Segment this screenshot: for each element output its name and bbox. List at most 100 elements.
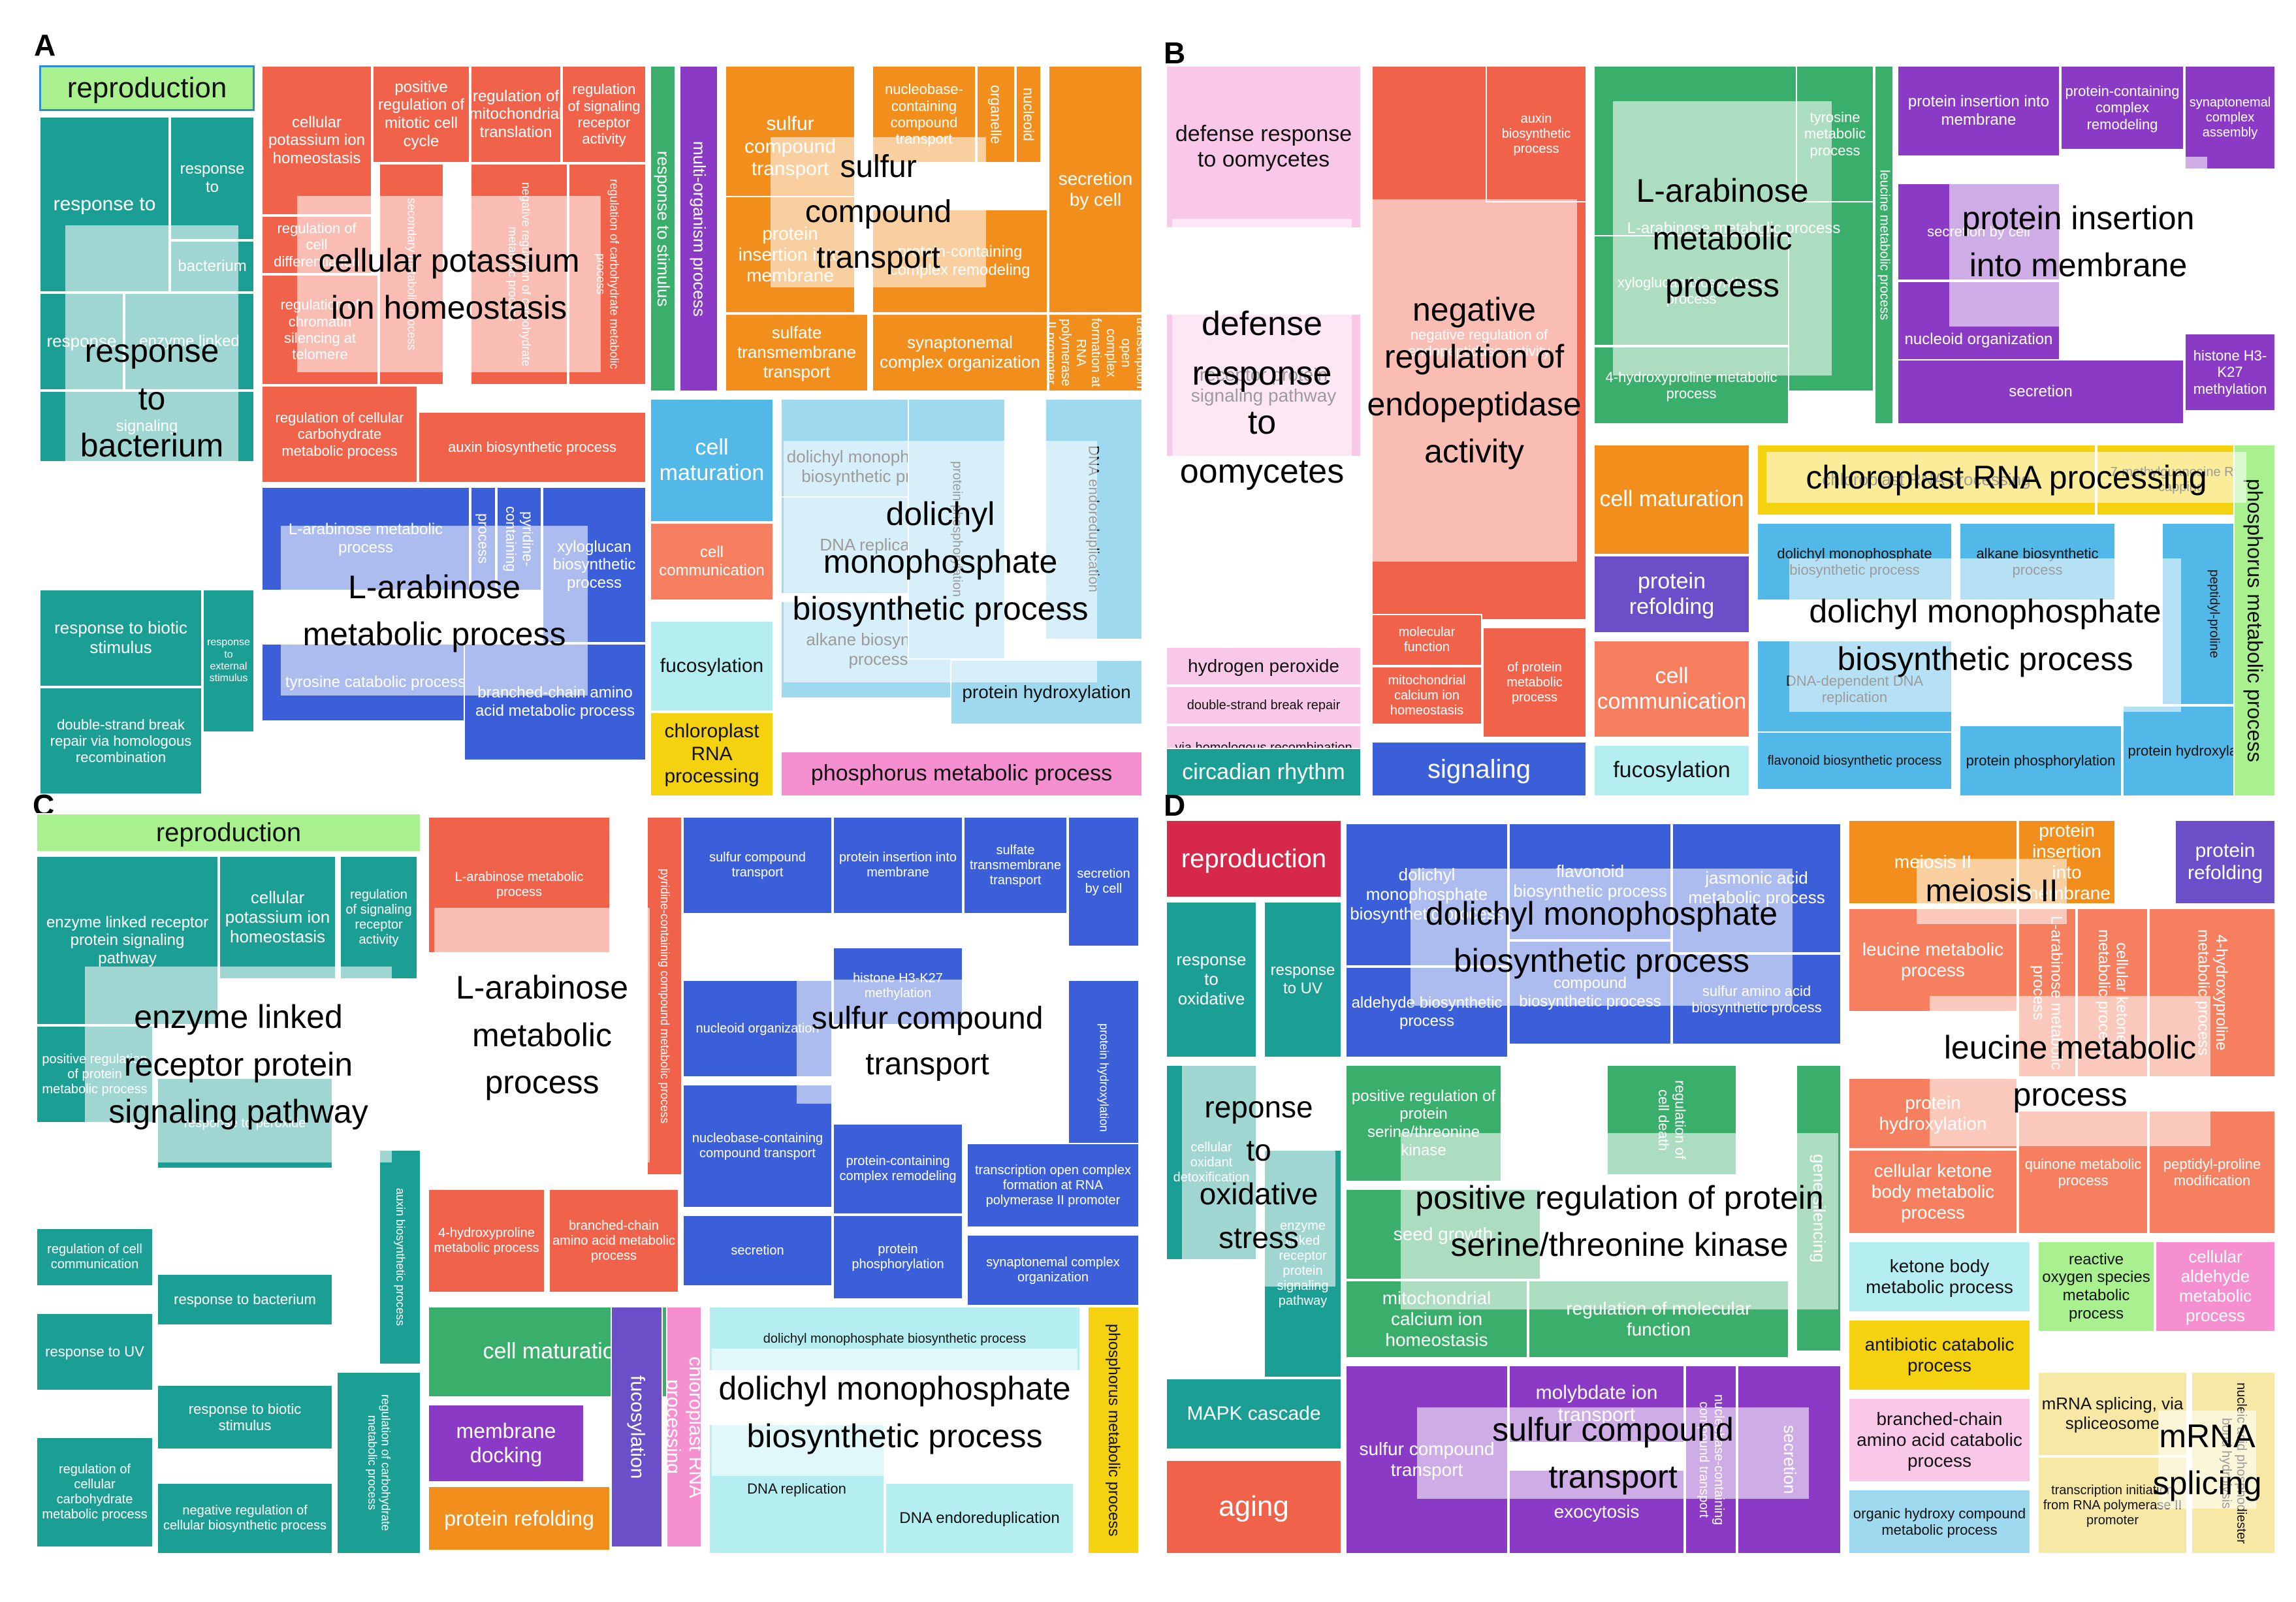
tile-pyridine-containing-compound-metabolic-process: pyridine-containing compound metabolic p… bbox=[646, 816, 682, 1176]
tile-protein-refolding: protein refolding bbox=[428, 1486, 611, 1551]
tile-double-strand-break-repair: double-strand break repair bbox=[1166, 686, 1362, 725]
cluster-label-text: L-arabinose metabolic process bbox=[455, 969, 629, 1101]
tile-label: protein insertion into membrane bbox=[1907, 93, 2050, 129]
tile-label: MAPK cascade bbox=[1187, 1402, 1321, 1424]
tile-4-hydroxyproline-metabolic-process: 4-hydroxyproline metabolic process bbox=[2148, 908, 2276, 1078]
cluster-label-text: response to bacterium bbox=[80, 332, 224, 464]
tile-label: regulation of cellular carbohydrate meta… bbox=[275, 409, 404, 459]
tile-label: protein insertion into membrane bbox=[838, 850, 957, 880]
tile-membrane-docking: membrane docking bbox=[428, 1404, 584, 1482]
tile-branched-chain-amino-acid-catabolic-process: branched-chain amino acid catabolic proc… bbox=[1848, 1398, 2031, 1482]
tile-label: response to bbox=[53, 193, 156, 215]
cluster-label-text: L-arabinose metabolic process bbox=[1636, 172, 1809, 304]
cluster-label-l-arabinose-metabolic-process: L-arabinose metabolic process bbox=[281, 526, 588, 696]
cluster-label-l-arabinose-metabolic-process: L-arabinose metabolic process bbox=[1613, 101, 1832, 376]
tile-auxin-biosynthetic-process: auxin biosynthetic process bbox=[418, 411, 646, 483]
tile-label: protein refolding bbox=[1629, 568, 1715, 619]
tile-phosphorus-metabolic-process: phosphorus metabolic process bbox=[2233, 444, 2276, 797]
cluster-label-defense-response-to-oomycetes: defense response to oomycetes bbox=[1172, 219, 1352, 578]
tile-label: mitochondrial calcium ion homeostasis bbox=[1388, 673, 1466, 718]
cluster-label-dolichyl-monophosphate-biosynthetic-process: dolichyl monophosphate biosynthetic proc… bbox=[712, 1349, 1077, 1476]
cluster-label-protein-insertion-into-membrane: protein insertion into membrane bbox=[1949, 157, 2207, 327]
tile-aging: aging bbox=[1166, 1460, 1342, 1554]
cluster-label-cellular-potassium-ion-homeostasis: cellular potassium ion homeostasis bbox=[297, 196, 601, 372]
cluster-label-dolichyl-monophosphate-biosynthetic-process: dolichyl monophosphate biosynthetic proc… bbox=[784, 441, 1097, 682]
tile-nucleobase-containing-compound-transport: nucleobase-containing compound transport bbox=[682, 1084, 833, 1208]
tile-response-to-stimulus: response to stimulus bbox=[650, 65, 676, 392]
tile-reproduction: reproduction bbox=[39, 65, 255, 111]
tile-response-to-uv: response to UV bbox=[36, 1313, 153, 1391]
tile-label: cell maturation bbox=[659, 434, 765, 485]
tile-label: cell maturation bbox=[1599, 487, 1744, 512]
cluster-label-response-to-bacterium: response to bacterium bbox=[65, 225, 238, 571]
tile-label: flavonoid biosynthetic process bbox=[1767, 753, 1942, 768]
tile-protein-refolding: protein refolding bbox=[1593, 555, 1750, 633]
tile-label: sulfur compound transport bbox=[709, 850, 806, 880]
tile-4-hydroxyproline-metabolic-process: 4-hydroxyproline metabolic process bbox=[428, 1189, 545, 1293]
tile-label: response to UV bbox=[45, 1343, 144, 1360]
tile-reproduction: reproduction bbox=[1166, 820, 1342, 898]
tile-label: transcription open complex formation at … bbox=[974, 1162, 1131, 1208]
tile-branched-chain-amino-acid-metabolic-process: branched-chain amino acid metabolic proc… bbox=[549, 1189, 679, 1293]
tile-label: regulation of cell communication bbox=[47, 1242, 142, 1272]
tile-label: nucleoid organization bbox=[1904, 330, 2053, 349]
tile-auxin-biosynthetic-process: auxin biosynthetic process bbox=[379, 1149, 421, 1365]
tile-regulation-of-cellular-carbohydrate-metabolic-process: regulation of cellular carbohydrate meta… bbox=[36, 1437, 153, 1548]
tile-label: secretion bbox=[731, 1243, 784, 1258]
tile-label: chloroplast RNA processing bbox=[666, 1356, 702, 1498]
tile-label: auxin biosynthetic process bbox=[1501, 111, 1571, 156]
tile-label: positive regulation of protein serine/th… bbox=[1351, 1087, 1496, 1159]
tile-response-to-uv: response to UV bbox=[1264, 901, 1342, 1058]
tile-protein-insertion-into-membrane: protein insertion into membrane bbox=[833, 816, 963, 914]
tile-positive-regulation-of-mitotic-cell-cycle: positive regulation of mitotic cell cycl… bbox=[372, 65, 470, 163]
tile-label: response to bbox=[180, 160, 245, 196]
tile-regulation-of-signaling-receptor-activity: regulation of signaling receptor activit… bbox=[340, 856, 418, 980]
cluster-label-chloroplast-rna-processing: chloroplast RNA processing bbox=[1766, 452, 2246, 503]
tile-label: fucosylation bbox=[1613, 758, 1730, 783]
tile-label: negative regulation of cellular biosynth… bbox=[163, 1503, 327, 1533]
tile-label: response to oxidative bbox=[1176, 950, 1247, 1008]
tile-protein-containing-complex-remodeling: protein-containing complex remodeling bbox=[2060, 65, 2184, 150]
cluster-label-text: L-arabinose metabolic process bbox=[302, 568, 566, 653]
tile-label: response to biotic stimulus bbox=[54, 618, 187, 657]
tile-label: synaptonemal complex organization bbox=[880, 332, 1040, 372]
tile-label: cell maturation bbox=[483, 1339, 628, 1364]
cluster-label-sulfur-compound-transport: sulfur compound transport bbox=[797, 980, 1058, 1104]
cluster-label-text: dolichyl monophosphate biosynthetic proc… bbox=[792, 496, 1089, 628]
tile-label: fucosylation bbox=[626, 1375, 648, 1479]
tile-label: positive regulation of mitotic cell cycl… bbox=[377, 78, 465, 150]
tile-regulation-of-cellular-carbohydrate-metabolic-process: regulation of cellular carbohydrate meta… bbox=[261, 385, 418, 483]
tile-leucine-metabolic-process: leucine metabolic process bbox=[1874, 65, 1894, 425]
tile-label: sulfate transmembrane transport bbox=[969, 842, 1062, 888]
tile-double-strand-break-repair-via-homologous-recombination: double-strand break repair via homologou… bbox=[39, 687, 202, 795]
tile-response-to-oxidative: response to oxidative bbox=[1166, 901, 1257, 1058]
tile-label: protein-containing complex remodeling bbox=[839, 1154, 957, 1183]
tile-flavonoid-biosynthetic-process: flavonoid biosynthetic process bbox=[1757, 731, 1953, 790]
tile-mitochondrial-calcium-ion-homeostasis: mitochondrial calcium ion homeostasis bbox=[1371, 666, 1482, 725]
tile-label: sulfate transmembrane transport bbox=[737, 323, 857, 381]
tile-of-protein-metabolic-process: of protein metabolic process bbox=[1482, 627, 1587, 738]
tile-label: phosphorus metabolic process bbox=[1104, 1324, 1123, 1537]
tile-label: reproduction bbox=[1181, 844, 1327, 873]
tile-chloroplast-rna-processing: chloroplast RNA processing bbox=[666, 1306, 702, 1548]
tile-cell-maturation: cell maturation bbox=[650, 398, 774, 522]
tile-organic-hydroxy-compound-metabolic-process: organic hydroxy compound metabolic proce… bbox=[1848, 1489, 2031, 1554]
tile-secretion: secretion bbox=[1897, 359, 2184, 425]
tile-regulation-of-carbohydrate-metabolic-process: regulation of carbohydrate metabolic pro… bbox=[336, 1371, 421, 1554]
tile-protein-insertion-into-membrane: protein insertion into membrane bbox=[1897, 65, 2060, 157]
cluster-label-text: protein insertion into membrane bbox=[1962, 199, 2195, 284]
tile-label: ketone body metabolic process bbox=[1866, 1255, 2013, 1297]
cluster-label-negative-regulation-of-endopeptidase-activity: negative regulation of endopeptidase act… bbox=[1367, 199, 1582, 562]
tile-label: protein phosphorylation bbox=[1966, 752, 2116, 769]
tile-histone-h3-k27-methylation: histone H3-K27 methylation bbox=[2184, 333, 2276, 411]
tile-label: cellular potassium ion homeostasis bbox=[268, 113, 366, 167]
tile-label: cellular potassium ion homeostasis bbox=[225, 888, 330, 946]
tile-label: aging bbox=[1219, 1490, 1289, 1523]
tile-label: quinone metabolic process bbox=[2024, 1155, 2142, 1189]
tile-leucine-metabolic-process: leucine metabolic process bbox=[1848, 908, 2018, 1012]
tile-label: synaptonemal complex organization bbox=[986, 1255, 1120, 1285]
cluster-label-sulfur-compound-transport: sulfur compound transport bbox=[1417, 1407, 1809, 1499]
tile-regulation-of-cell-communication: regulation of cell communication bbox=[36, 1228, 153, 1287]
tile-label: branched-chain amino acid catabolic proc… bbox=[1857, 1408, 2022, 1471]
tile-label: histone H3-K27 methylation bbox=[2193, 347, 2267, 397]
